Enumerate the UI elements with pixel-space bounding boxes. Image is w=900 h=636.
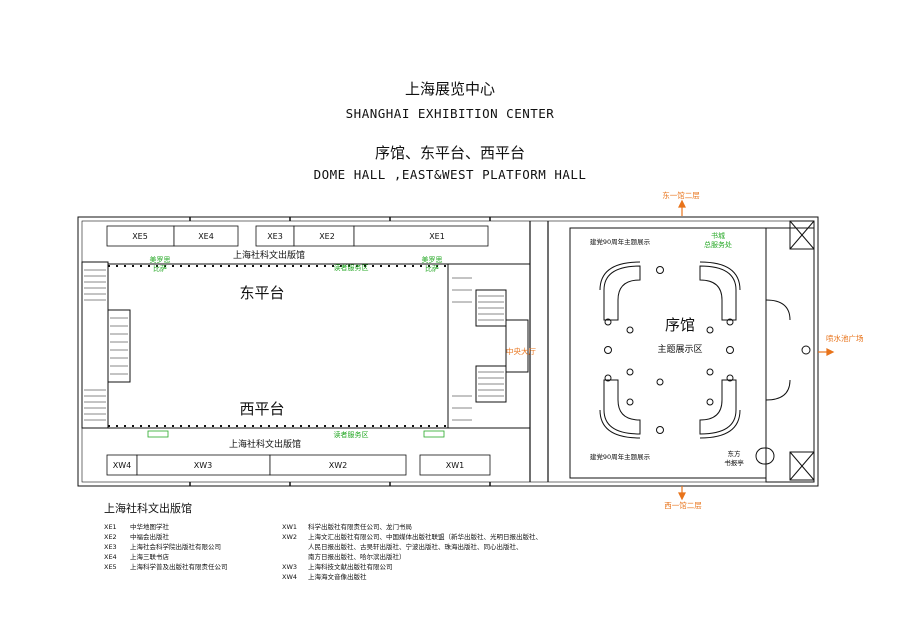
legend-row: XW4 上海海文音像出版社 [282,572,542,582]
legend-code [282,552,308,562]
legend: 上海社科文出版馆 [104,502,192,518]
booth-label-xe3: XE3 [267,232,283,241]
legend-code: XW2 [282,533,298,541]
booth-label-xe4: XE4 [198,232,214,241]
kiosk-label-line1: 东方 [728,449,742,458]
legend-name: 上海科学普及出版社有限责任公司 [130,563,228,571]
fountain-square-label: 喷水池广场 [826,333,864,343]
subtitle-en: DOME HALL ,EAST&WEST PLATFORM HALL [313,167,587,182]
coffee-label-2-line1: 美罗思 [422,255,443,264]
legend-name: 上海社会科学院出版社有限公司 [130,543,221,551]
east-platform-label: 东平台 [239,284,284,302]
legend-row: XW2 上海文汇出版社有限公司、中国媒体出版社联盟（新华出版社、光明日报出版社、 [282,532,542,542]
legend-code: XW4 [282,573,298,581]
coffee-label-1-line2: 比萨 [153,264,167,273]
legend-name: 上海海文音像出版社 [308,573,367,581]
booth-xw2[interactable] [269,454,407,476]
legend-code: XE4 [104,553,117,561]
legend-name: 中华地图学社 [130,523,169,531]
legend-code: XE3 [104,543,117,551]
exhibit-label-south: 建党90周年主题展示 [590,452,651,461]
legend-code: XW3 [282,563,298,571]
legend-code: XE1 [104,523,117,531]
subtitle-cn: 序馆、东平台、西平台 [374,144,525,162]
title-en: SHANGHAI EXHIBITION CENTER [345,106,555,121]
legend-row: XE4 上海三联书店 [104,552,228,562]
legend-row: XE5 上海科学普及出版社有限责任公司 [104,562,228,572]
cashier-marker-east [423,430,445,438]
booth-label-xe2: XE2 [319,232,335,241]
booth-label-xw2: XW2 [329,461,347,470]
west1-floor2-label: 西一馆二层 [664,500,702,510]
coffee-label-1-line1: 美罗思 [150,255,171,264]
legend-row: 南方日报出版社、哈尔滨出版社） [282,552,542,562]
booth-label-xe5: XE5 [132,232,148,241]
legend-code: XE5 [104,563,117,571]
legend-name: 人民日报出版社、古吴轩出版社、宁波出版社、珠海出版社、同心出版社、 [308,543,523,551]
booth-label-xw1: XW1 [446,461,464,470]
booth-xe4[interactable] [173,225,239,247]
legend-code: XE2 [104,533,117,541]
legend-code [282,542,308,552]
booth-label-xe1: XE1 [429,232,445,241]
legend-name: 中福会出版社 [130,533,169,541]
legend-title: 上海社科文出版馆 [104,502,192,515]
central-hall-label: 中央大厅 [506,346,536,356]
legend-row: XE3 上海社会科学院出版社有限公司 [104,542,228,552]
reader-service-south: 读者服务区 [334,430,369,439]
title-cn: 上海展览中心 [404,80,495,98]
publisher-hall-label-north: 上海社科文出版馆 [233,249,305,261]
legend-name: 上海科技文献出版社有限公司 [308,563,393,571]
book-service-line2: 总服务处 [704,240,732,249]
legend-name: 科学出版社有限责任公司、龙门书局 [308,523,412,531]
dome-hall-label: 序馆 [665,316,695,334]
legend-name: 上海文汇出版社有限公司、中国媒体出版社联盟（新华出版社、光明日报出版社、 [308,533,542,541]
exhibit-label-north: 建党90周年主题展示 [590,237,651,246]
booth-label-xw4: XW4 [113,461,131,470]
legend-east: XE1 中华地图学社 XE2 中福会出版社 XE3 上海社会科学院出版社有限公司 XE… [104,522,228,572]
book-service-line1: 书城 [711,231,725,240]
publisher-hall-label-south: 上海社科文出版馆 [229,438,301,450]
legend-name: 南方日报出版社、哈尔滨出版社） [308,553,406,561]
east1-floor2-label: 东一馆二层 [662,190,700,200]
legend-row: XW3 上海科技文献出版社有限公司 [282,562,542,572]
legend-name: 上海三联书店 [130,553,169,561]
booth-xw1[interactable] [419,454,491,476]
reader-service-north: 读者服务区 [334,263,369,272]
legend-row: XE1 中华地图学社 [104,522,228,532]
kiosk-label-line2: 书报亭 [724,458,744,467]
theme-area-label: 主题展示区 [657,343,702,355]
legend-row: XE2 中福会出版社 [104,532,228,542]
booth-label-xw3: XW3 [194,461,212,470]
legend-row: 人民日报出版社、古吴轩出版社、宁波出版社、珠海出版社、同心出版社、 [282,542,542,552]
legend-row: XW1 科学出版社有限责任公司、龙门书局 [282,522,542,532]
booth-xe1[interactable] [353,225,489,247]
coffee-label-2-line2: 比萨 [425,264,439,273]
legend-west: XW1 科学出版社有限责任公司、龙门书局 XW2 上海文汇出版社有限公司、中国媒体出… [282,522,542,582]
west-platform-label: 西平台 [239,400,284,418]
cashier-marker-west [147,430,169,438]
legend-code: XW1 [282,523,298,531]
